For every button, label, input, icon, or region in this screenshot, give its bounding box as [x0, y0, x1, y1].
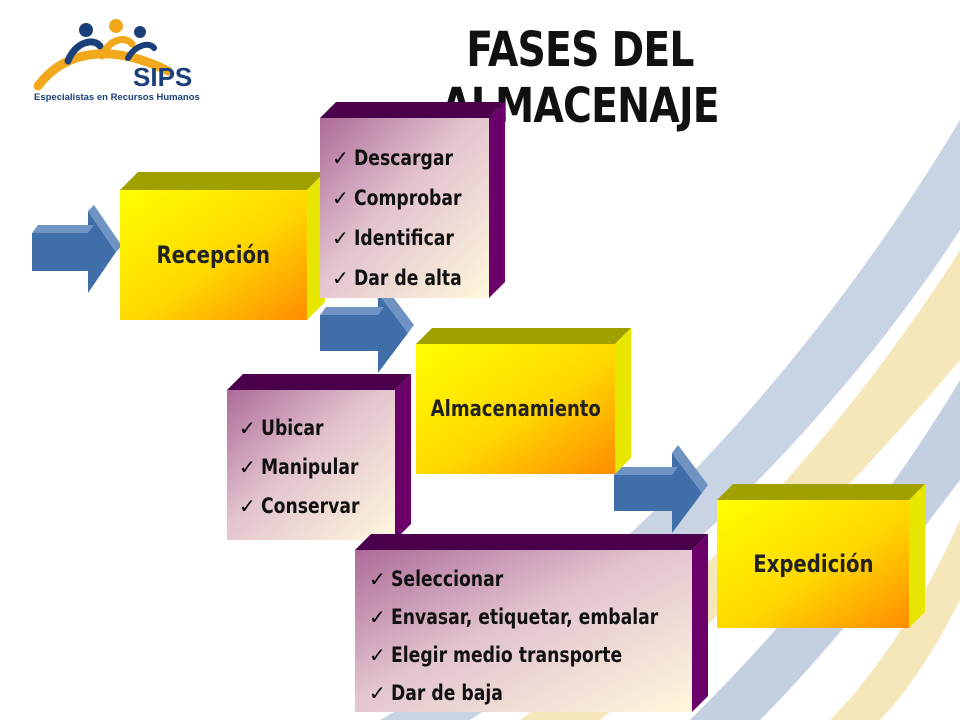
- arrow-right-icon: [320, 285, 414, 373]
- phase-box-recepcion: Recepción: [120, 172, 325, 322]
- checkmark-icon: ✓: [332, 266, 349, 290]
- arrow-right-icon: [32, 205, 120, 293]
- task-item: Elegir medio transporte: [391, 643, 623, 667]
- task-box-expedicion: ✓Seleccionar ✓Envasar, etiquetar, embala…: [355, 534, 708, 712]
- task-item: Ubicar: [261, 415, 324, 440]
- checkmark-icon: ✓: [239, 454, 256, 479]
- task-item: Dar de alta: [354, 266, 462, 290]
- logo-caption: Especialistas en Recursos Humanos: [34, 92, 200, 103]
- checkmark-icon: ✓: [332, 226, 349, 250]
- task-item: Manipular: [261, 454, 359, 479]
- task-item: Conservar: [261, 493, 360, 518]
- task-item: Descargar: [354, 146, 453, 170]
- task-box-almacenamiento: ✓Ubicar ✓Manipular ✓Conservar: [227, 374, 411, 540]
- task-item: Identificar: [354, 226, 454, 250]
- checkmark-icon: ✓: [332, 186, 349, 210]
- task-box-recepcion: ✓Descargar ✓Comprobar ✓Identificar ✓Dar …: [320, 102, 505, 298]
- phase-box-almacenamiento: Almacenamiento: [416, 328, 631, 476]
- task-list: ✓Ubicar ✓Manipular ✓Conservar: [239, 408, 381, 525]
- checkmark-icon: ✓: [332, 146, 349, 170]
- checkmark-icon: ✓: [239, 415, 256, 440]
- task-list: ✓Descargar ✓Comprobar ✓Identificar ✓Dar …: [332, 138, 485, 298]
- arrow-right-icon: [614, 445, 708, 533]
- checkmark-icon: ✓: [239, 493, 256, 518]
- phase-label: Expedición: [752, 550, 874, 578]
- checkmark-icon: ✓: [369, 681, 386, 705]
- phase-label: Recepción: [156, 241, 271, 269]
- logo-brand: SIPS: [133, 62, 192, 92]
- checkmark-icon: ✓: [369, 605, 386, 629]
- checkmark-icon: ✓: [369, 643, 386, 667]
- task-item: Envasar, etiquetar, embalar: [391, 605, 659, 629]
- checkmark-icon: ✓: [369, 567, 386, 591]
- phase-box-expedicion: Expedición: [717, 484, 925, 632]
- phase-label: Almacenamiento: [430, 396, 601, 422]
- task-item: Seleccionar: [391, 567, 504, 591]
- task-item: Comprobar: [354, 186, 462, 210]
- task-item: Dar de baja: [391, 681, 503, 705]
- task-list: ✓Seleccionar ✓Envasar, etiquetar, embala…: [369, 560, 717, 712]
- sips-logo: SIPS: [28, 16, 208, 108]
